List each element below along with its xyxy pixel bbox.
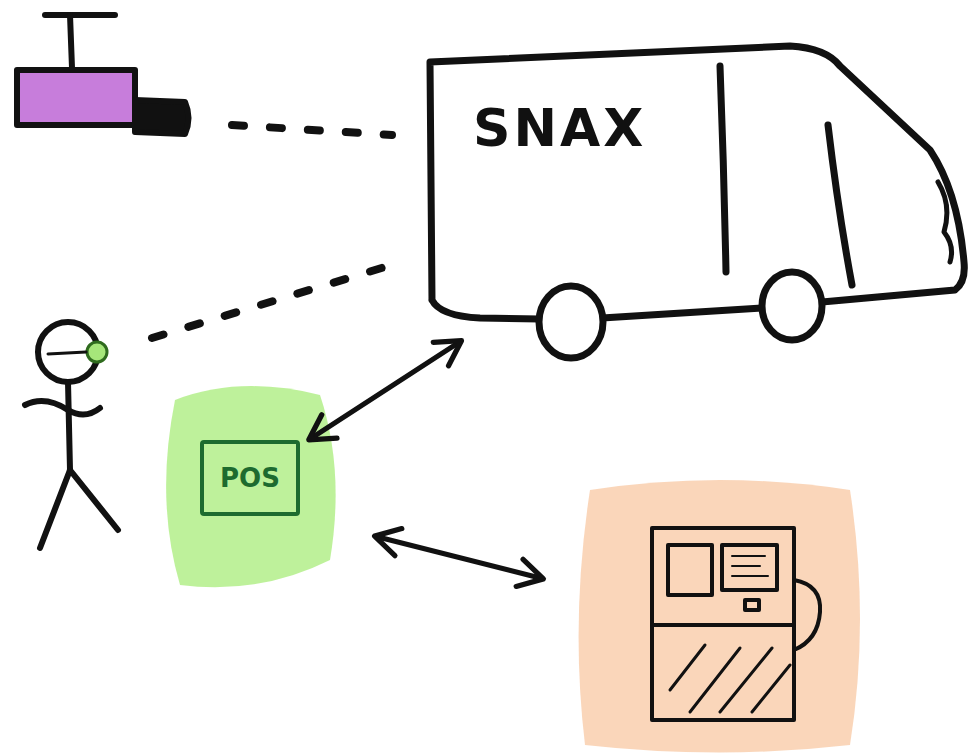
wheel [539, 286, 603, 358]
sight-line [152, 266, 388, 338]
double-arrow [312, 343, 459, 438]
vehicle-label: SNAX [473, 98, 646, 158]
pump-highlight [579, 480, 860, 753]
stick-person [25, 322, 118, 548]
panel-line [720, 66, 726, 272]
food-truck: SNAX [425, 40, 970, 335]
fuel-pump [652, 528, 820, 720]
headlight [938, 182, 952, 262]
pos-terminal: POS [200, 440, 300, 516]
box-label: POS [220, 463, 280, 493]
security-camera [17, 15, 189, 134]
double-arrow [378, 537, 540, 578]
van-outline [425, 40, 970, 335]
wheel [762, 272, 822, 340]
door-line [828, 125, 852, 285]
pos-highlight [166, 386, 336, 587]
van-body [430, 46, 964, 319]
sight-line [232, 125, 392, 135]
